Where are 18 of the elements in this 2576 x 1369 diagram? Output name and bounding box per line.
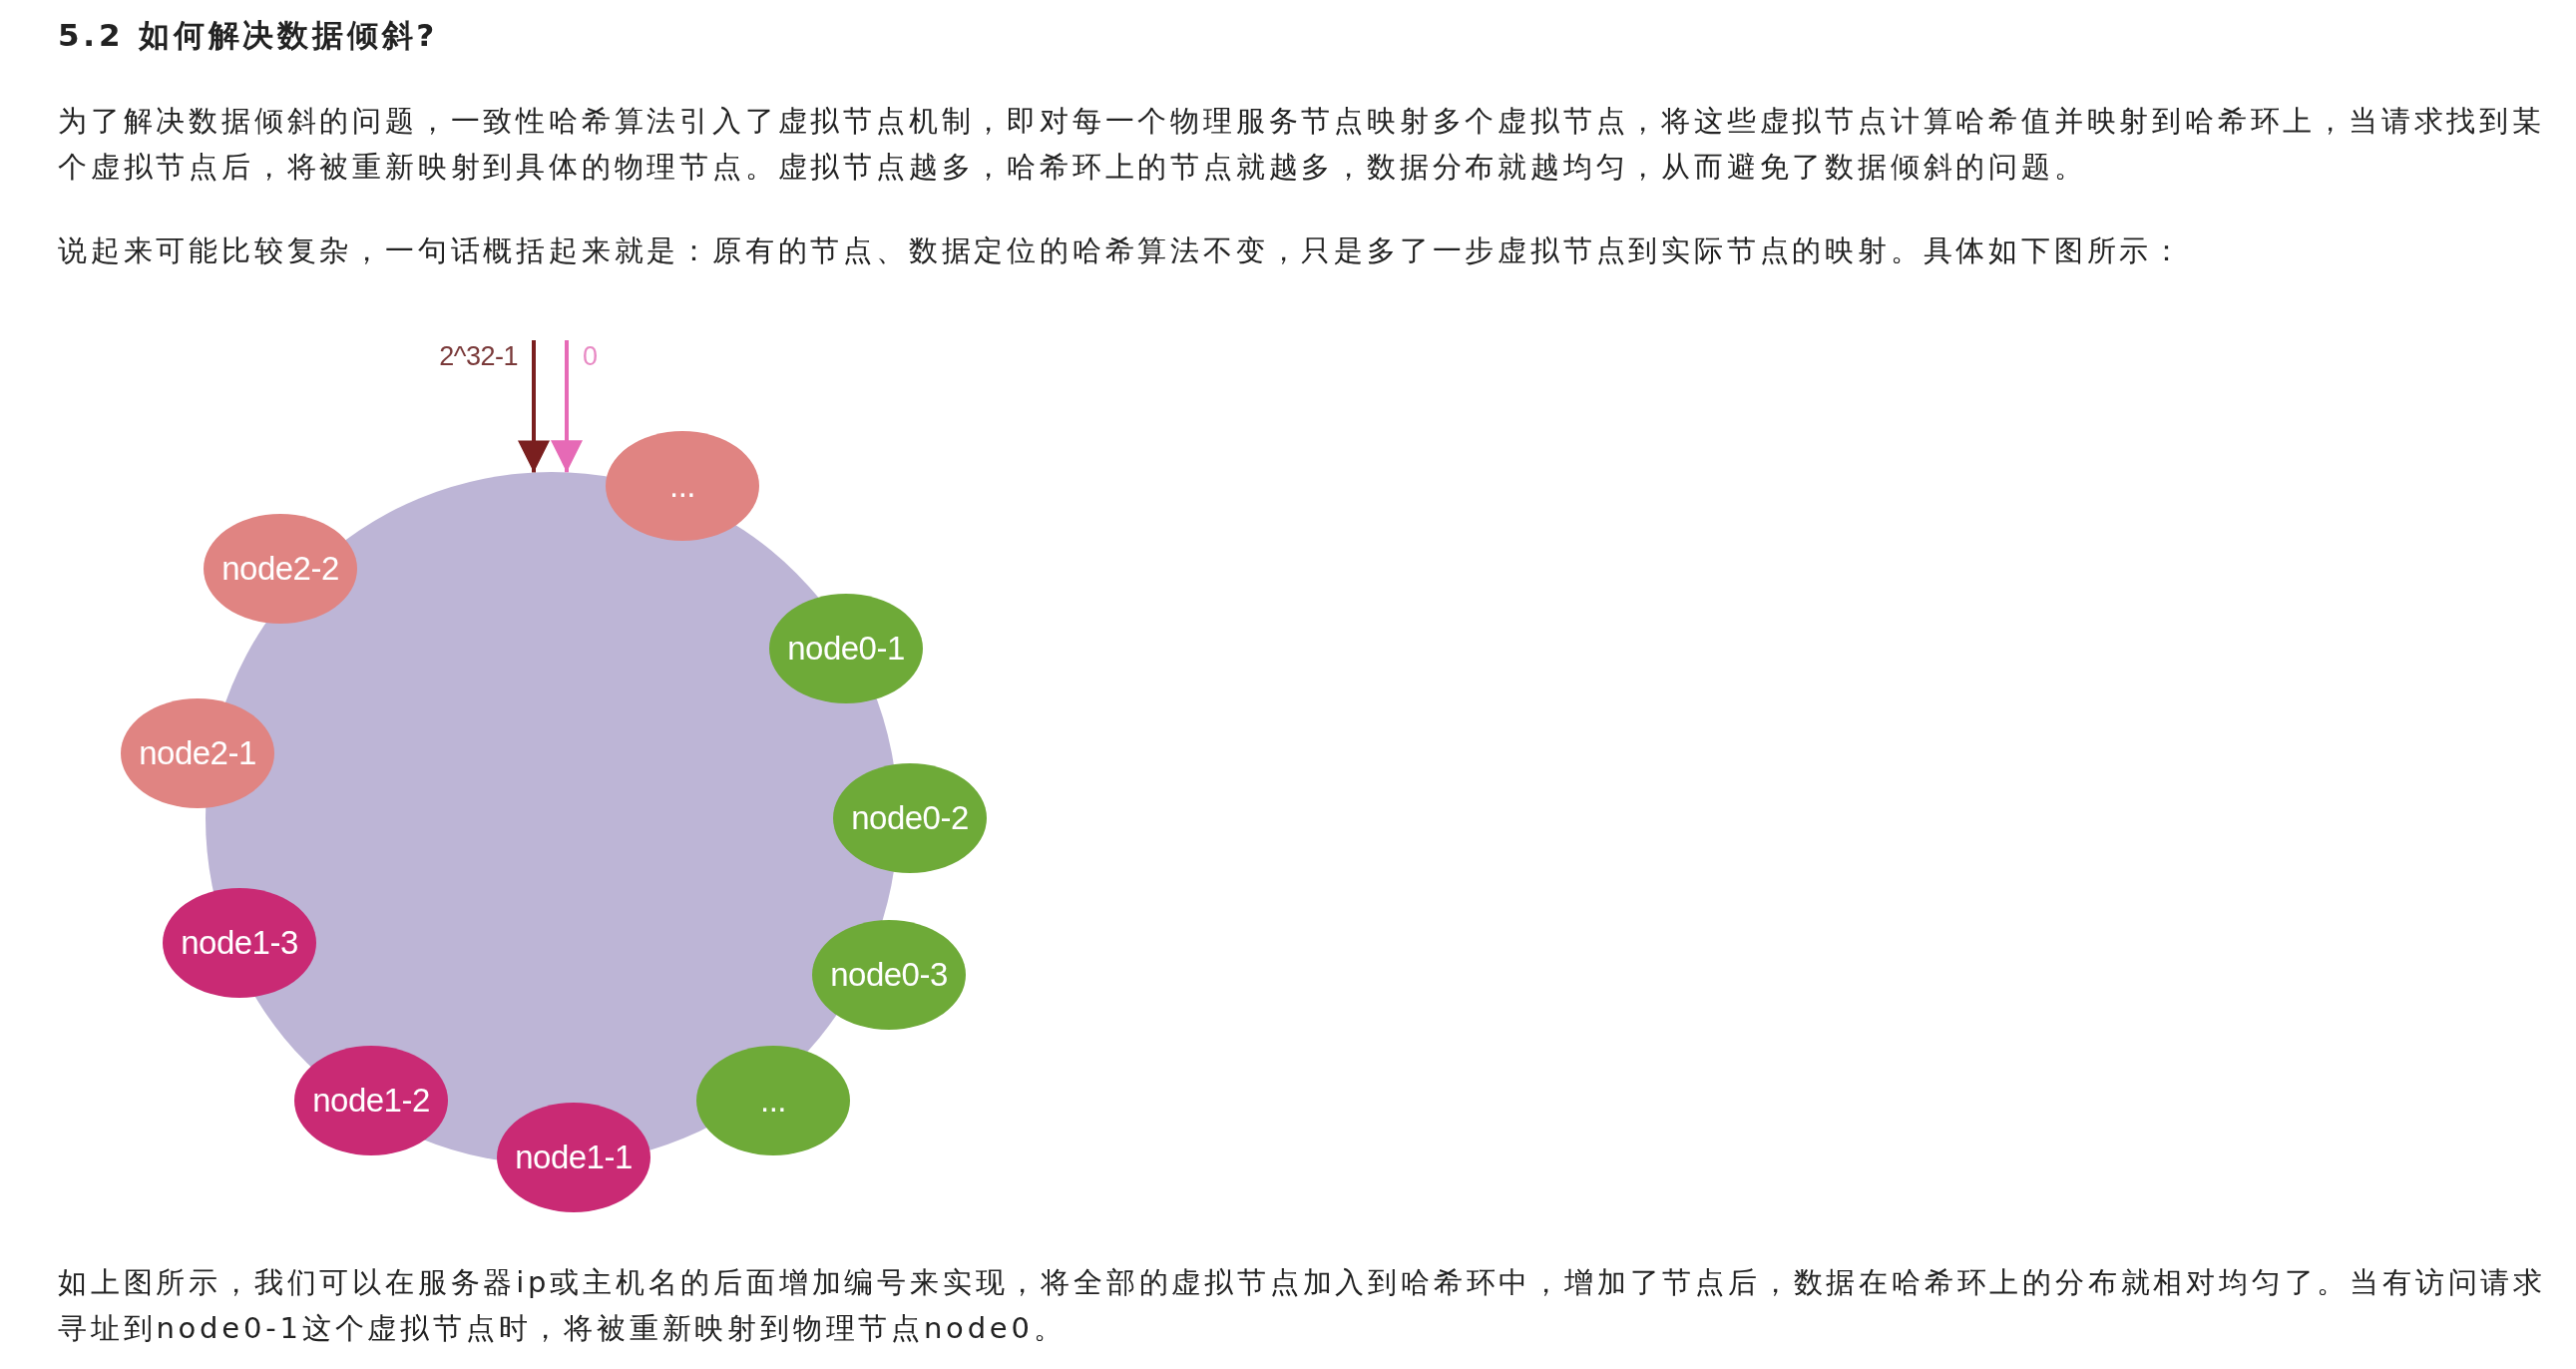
node-label: node0-2: [851, 799, 969, 837]
section-heading: 5.2 如何解决数据倾斜?: [58, 16, 439, 55]
arrow: [551, 340, 583, 473]
paragraph: 为了解决数据倾斜的问题，一致性哈希算法引入了虚拟节点机制，即对每一个物理服务节点映射多个虚拟节点，将这些虚拟节点计算哈希值并映射到哈希环上，当请求找到某个虚拟节点后，将被重新映射到具体的物理节点。虚拟节点越多，哈希环上的节点就越多，数据分布就越均匀，从而避免了数据倾斜的问题。: [58, 103, 2546, 186]
paragraph: 说起来可能比较复杂，一句话概括起来就是：原有的节点、数据定位的哈希算法不变，只是多了一步虚拟节点到实际节点的映射。具体如下图所示：: [58, 232, 2186, 269]
hash-value-label: 0: [583, 340, 598, 372]
node-label: node2-1: [139, 734, 256, 772]
paragraph: 如上图所示，我们可以在服务器ip或主机名的后面增加编号来实现，将全部的虚拟节点加入到哈希环中，增加了节点后，数据在哈希环上的分布就相对均匀了。当有访问请求寻址到node0-1这个虚拟节点时，将被重新映射到物理节点node0。: [58, 1264, 2548, 1347]
node-label: node0-3: [830, 956, 948, 994]
node-label: node1-1: [515, 1139, 633, 1176]
node-label: node1-3: [181, 924, 298, 962]
node-label: ...: [760, 1082, 786, 1120]
node-label: ...: [669, 467, 695, 505]
node-label: node1-2: [312, 1082, 430, 1120]
node-label: node2-2: [221, 550, 339, 588]
node-label: node0-1: [787, 630, 905, 668]
arrow: [518, 340, 550, 473]
hash-value-label: 2^32-1: [439, 340, 518, 372]
